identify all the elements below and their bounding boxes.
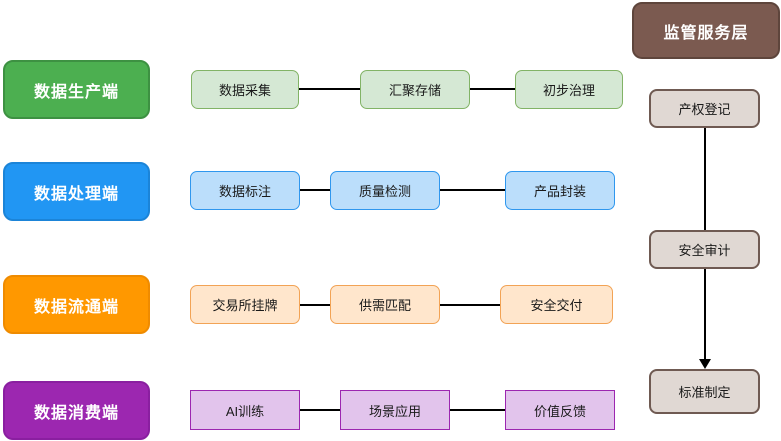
node-standard-setting: 标准制定	[649, 369, 760, 414]
connector-row3-a	[300, 304, 330, 306]
node-security-audit: 安全审计	[649, 230, 760, 269]
node-property-registration: 产权登记	[649, 89, 760, 128]
connector-row1-a	[299, 88, 360, 90]
connector-row1-b	[470, 88, 515, 90]
lane-data-production: 数据生产端	[3, 60, 150, 119]
connector-row4-b	[450, 409, 505, 411]
node-data-annotation: 数据标注	[190, 171, 300, 210]
supervision-layer-title: 监管服务层	[632, 2, 780, 59]
connector-row2-a	[300, 189, 330, 191]
node-initial-governance: 初步治理	[515, 70, 623, 109]
lane-data-consumption: 数据消费端	[3, 381, 150, 440]
node-value-feedback: 价值反馈	[505, 390, 615, 430]
lane-data-processing: 数据处理端	[3, 162, 150, 221]
connector-audit-standard	[704, 269, 706, 360]
arrowhead-down-icon	[699, 359, 711, 369]
connector-row2-b	[440, 189, 505, 191]
node-exchange-listing: 交易所挂牌	[190, 285, 300, 324]
node-quality-inspection: 质量检测	[330, 171, 440, 210]
node-ai-training: AI训练	[190, 390, 300, 430]
node-aggregation-storage: 汇聚存储	[360, 70, 470, 109]
connector-registration-audit	[704, 128, 706, 230]
connector-row3-b	[440, 304, 500, 306]
node-supply-demand-matching: 供需匹配	[330, 285, 440, 324]
node-scenario-application: 场景应用	[340, 390, 450, 430]
node-secure-delivery: 安全交付	[500, 285, 613, 324]
connector-row4-a	[300, 409, 340, 411]
node-data-collection: 数据采集	[191, 70, 299, 109]
lane-data-circulation: 数据流通端	[3, 275, 150, 334]
node-product-packaging: 产品封装	[505, 171, 615, 210]
